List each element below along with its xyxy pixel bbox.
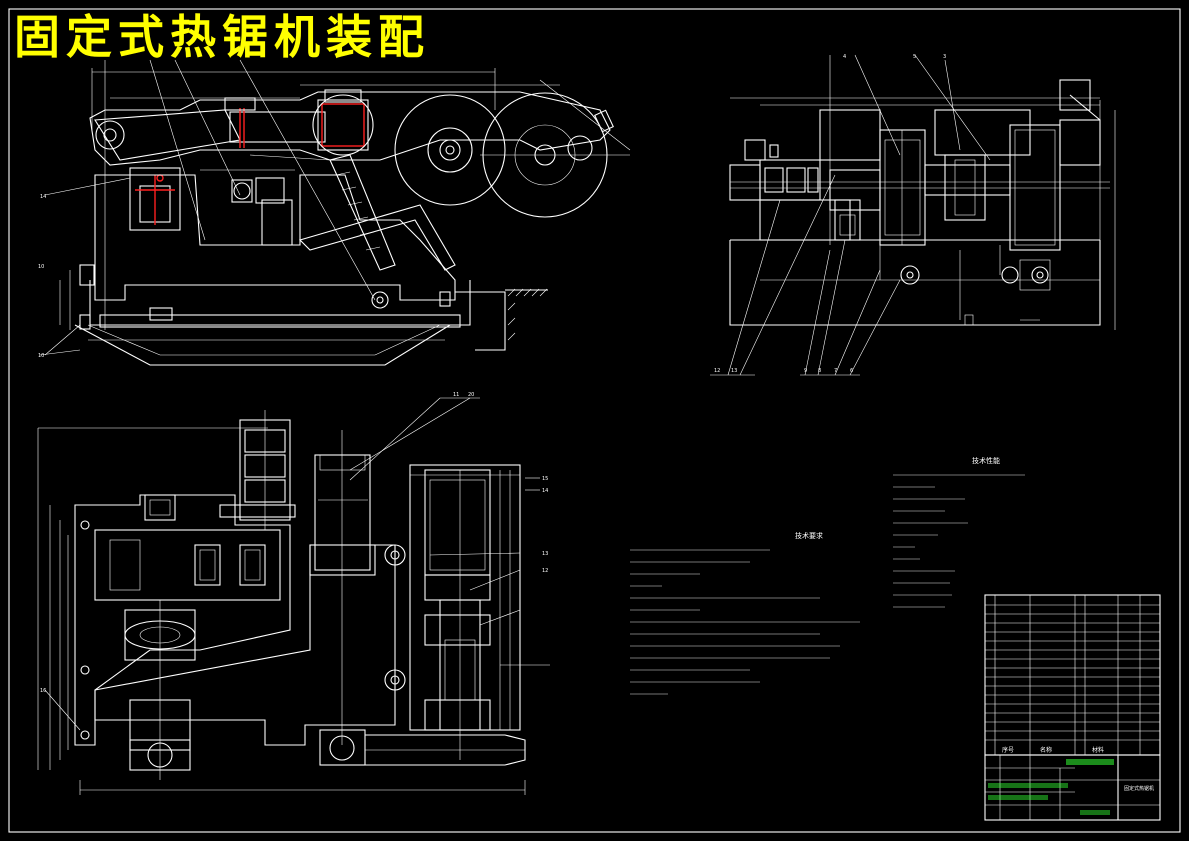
callout-side-4: 12 [714, 368, 720, 374]
callout-side-7: 8 [818, 368, 821, 374]
tech-req-heading: 技术要求 [795, 531, 823, 540]
technical-parameters: 技术性能 [893, 456, 1025, 608]
title-block-drawing-name: 固定式热锯机 [1124, 785, 1154, 792]
callout-side-5: 13 [731, 368, 737, 374]
callout-plan-7: 16 [40, 688, 46, 694]
callout-side-6: 9 [804, 368, 807, 374]
technical-requirements: 技术要求 [630, 531, 860, 695]
parts-list: 序号 名称 材料 [984, 594, 1161, 756]
parts-header-material: 材料 [1092, 746, 1104, 754]
callout-front-2: 10 [38, 353, 44, 359]
callout-side-3: 3 [943, 54, 946, 60]
tech-params-heading: 技术性能 [972, 456, 1000, 465]
drawing-title: 固定式热锯机装配 [14, 10, 430, 64]
plan-view [37, 397, 550, 795]
callout-side-8: 7 [834, 368, 837, 374]
parts-header-name: 名称 [1040, 746, 1052, 754]
callout-plan-3: 15 [542, 476, 548, 482]
side-elevation-view [710, 54, 1116, 376]
callout-plan-1: 11 [453, 392, 459, 398]
callout-side-1: 4 [843, 54, 846, 60]
parts-header-index: 序号 [1002, 746, 1014, 754]
drawing-border [8, 8, 1181, 833]
callout-side-9: 6 [850, 368, 853, 374]
callout-plan-4: 14 [542, 488, 548, 494]
callout-front-3: 10 [38, 264, 44, 270]
callout-plan-6: 12 [542, 568, 548, 574]
title-block: 固定式热锯机 [984, 754, 1161, 821]
callout-plan-2: 20 [468, 392, 474, 398]
callout-front-1: 14 [40, 194, 46, 200]
callout-plan-5: 13 [542, 551, 548, 557]
callout-side-2: 5 [913, 54, 916, 60]
front-elevation-view [39, 59, 631, 366]
